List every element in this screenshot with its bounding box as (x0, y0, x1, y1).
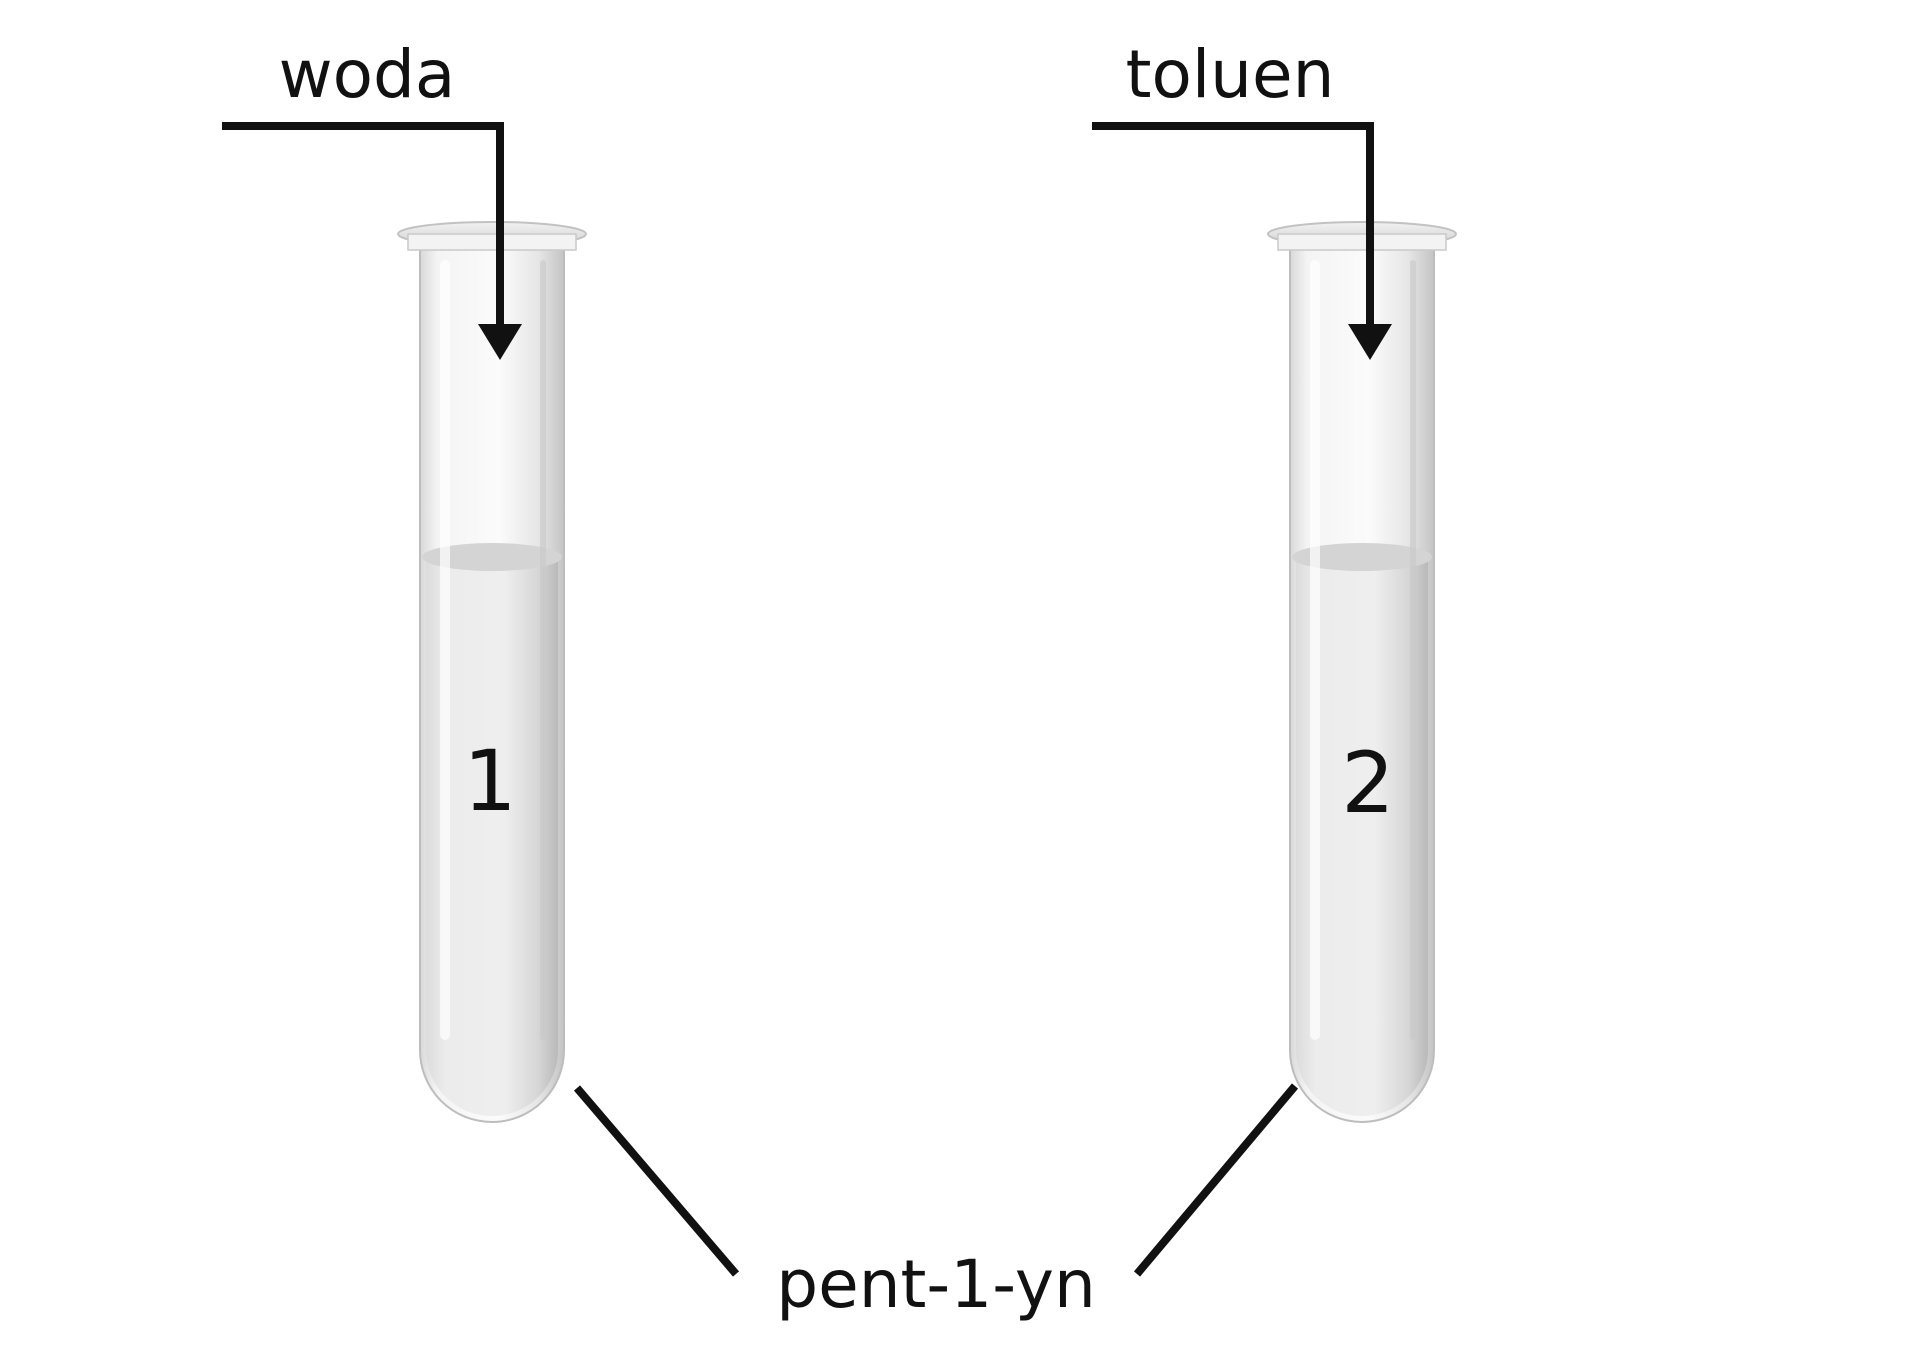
leader-line-tube-2 (1133, 1083, 1299, 1277)
label-woda: woda (279, 36, 456, 113)
leader-line-tube-1 (573, 1085, 740, 1277)
tube-number-1: 1 (463, 732, 516, 830)
label-toluen: toluen (1126, 36, 1335, 113)
arrow-toluen (1092, 122, 1392, 360)
tube-number-2: 2 (1341, 734, 1394, 832)
label-pent-1-yn: pent-1-yn (776, 1246, 1096, 1323)
test-tube-1 (397, 221, 587, 1123)
arrow-woda (222, 122, 522, 360)
test-tube-2 (1267, 221, 1457, 1123)
